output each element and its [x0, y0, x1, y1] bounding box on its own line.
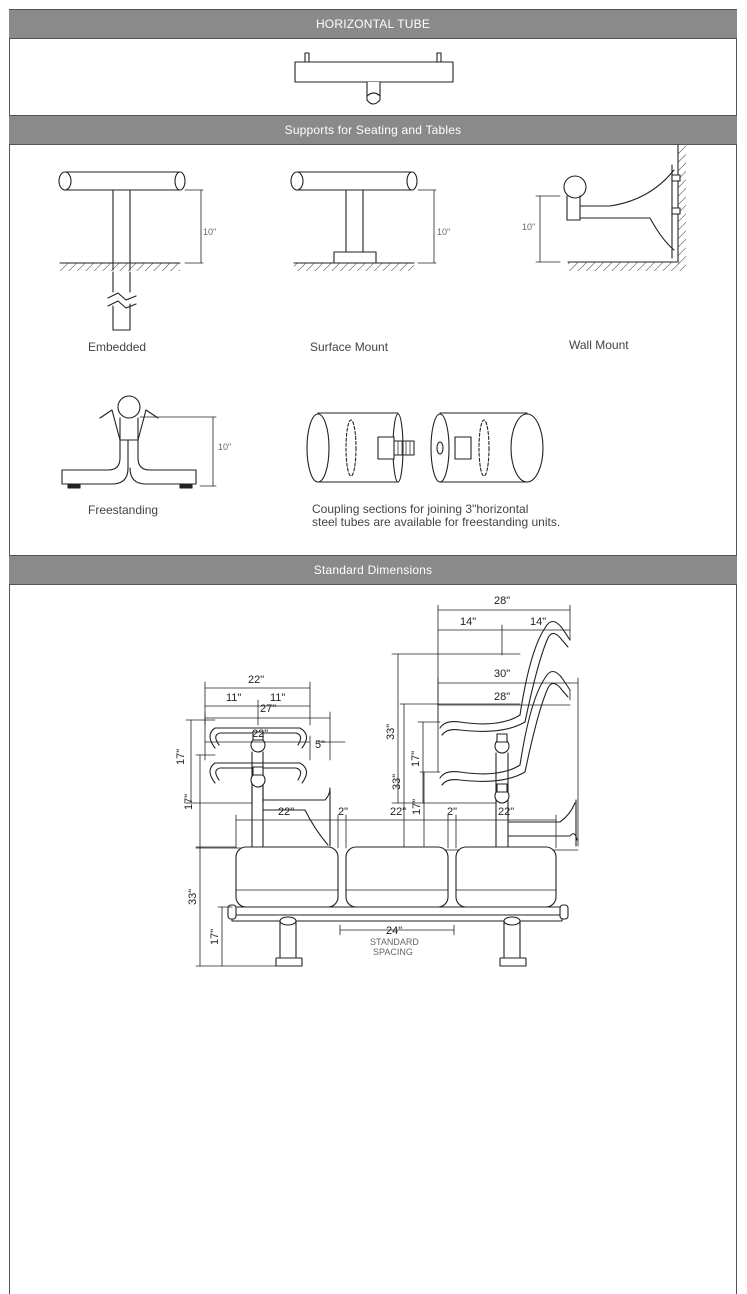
bench-front-half-left: 11" — [226, 692, 241, 704]
bench-front-width: 22" — [248, 674, 264, 686]
freestanding-height-label: 10" — [218, 442, 231, 452]
seat-row-drawing: 22" 2" 22" 2" 22" 33" 17" — [187, 806, 569, 967]
seat-side-depth: 28" — [494, 595, 510, 607]
embedded-support-drawing: 10" — [58, 171, 216, 331]
bench-wall-total: 27" — [260, 703, 276, 715]
bench-front-height: 17" — [175, 749, 187, 765]
section-header-standard-dimensions: Standard Dimensions — [9, 555, 737, 585]
freestanding-caption: Freestanding — [88, 503, 159, 517]
seat-side-half-left: 14" — [460, 616, 476, 628]
row-seat-height: 17" — [209, 929, 221, 945]
row-spacing-label-line1: STANDARD — [370, 937, 419, 947]
seat-side-half-right: 14" — [530, 616, 546, 628]
section-header-horizontal-tube: HORIZONTAL TUBE — [9, 9, 737, 39]
bench-wall-height: 17" — [183, 794, 195, 810]
bench-wall-offset: 5" — [315, 739, 325, 751]
seat-wall-seat-height: 17" — [411, 799, 423, 815]
surface-mount-caption: Surface Mount — [310, 340, 389, 354]
bench-wall-drawing: 27" 22" 5" 17" — [183, 703, 346, 849]
row-gap-2: 2" — [447, 806, 457, 818]
row-spacing-label-line2: SPACING — [373, 947, 413, 957]
seat-wall-total: 30" — [494, 668, 510, 680]
seat-side-back-height: 33" — [385, 724, 397, 740]
horizontal-tube-drawing — [294, 52, 454, 105]
section-title: Supports for Seating and Tables — [284, 123, 462, 137]
row-gap-1: 2" — [338, 806, 348, 818]
section-title: Standard Dimensions — [313, 563, 433, 577]
surface-mount-height-label: 10" — [437, 227, 450, 237]
surface-mount-support-drawing: 10" — [290, 171, 450, 271]
coupling-drawing — [306, 412, 544, 483]
row-back-height: 33" — [187, 889, 199, 905]
bench-front-half-right: 11" — [270, 692, 285, 704]
row-seat-width-3: 22" — [498, 806, 514, 818]
bench-front-drawing: 22" 11" 11" 17" — [175, 674, 311, 804]
wall-mount-height-label: 10" — [522, 222, 535, 232]
coupling-note-line1: Coupling sections for joining 3"horizont… — [312, 502, 529, 516]
row-seat-width-1: 22" — [278, 806, 294, 818]
freestanding-support-drawing: 10" — [61, 395, 231, 489]
wall-mount-caption: Wall Mount — [569, 338, 629, 352]
section-header-supports: Supports for Seating and Tables — [9, 115, 737, 145]
seat-side-drawing: 28" 14" 14" 33" 17" — [385, 595, 571, 804]
bench-wall-seat: 22" — [252, 728, 268, 740]
seat-wall-seat: 28" — [494, 691, 510, 703]
section-title: HORIZONTAL TUBE — [315, 17, 431, 31]
row-spacing: 24" — [386, 925, 402, 937]
embedded-height-label: 10" — [203, 227, 216, 237]
seat-wall-back-height: 33" — [391, 774, 403, 790]
embedded-caption: Embedded — [88, 340, 147, 354]
row-seat-width-2: 22" — [390, 806, 406, 818]
seat-side-seat-height: 17" — [410, 751, 422, 767]
coupling-note-line2: steel tubes are available for freestandi… — [312, 515, 561, 529]
wall-mount-support-drawing: 10" — [522, 144, 686, 271]
seat-wall-drawing: 30" 28" 33" 17" — [391, 668, 579, 851]
